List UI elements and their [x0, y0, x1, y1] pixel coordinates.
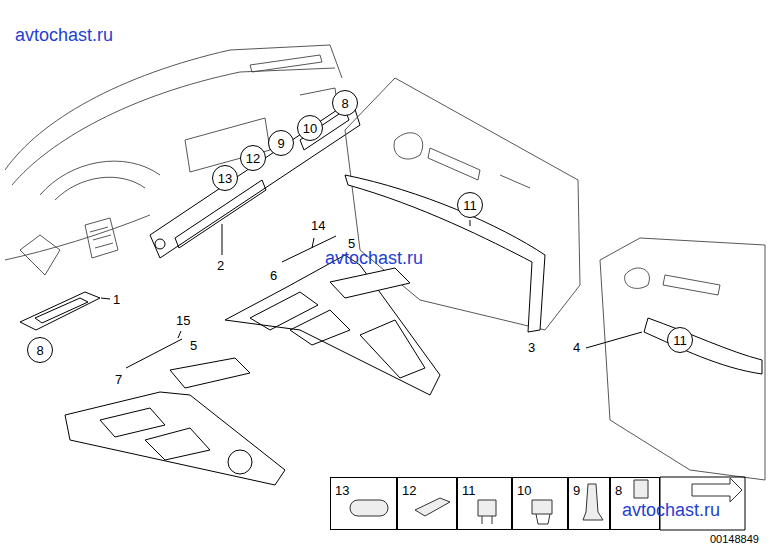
part-number: 1	[113, 292, 120, 307]
fastener-cell: 9	[568, 477, 610, 530]
part-number: 15	[176, 313, 190, 328]
callout-number: 9	[573, 483, 580, 498]
part-number: 4	[573, 340, 580, 355]
callout-number: 13	[218, 171, 232, 186]
callout-number: 11	[673, 333, 687, 348]
cover-piece-upper	[330, 268, 410, 298]
fastener-cell: 11	[457, 477, 512, 530]
cover-piece-lower	[170, 358, 250, 388]
part-number: 3	[528, 340, 535, 355]
side-trim	[20, 292, 110, 330]
callout-circle: 12	[240, 145, 266, 171]
part-number: 5	[190, 338, 197, 353]
watermark: avtochast.ru	[15, 25, 113, 45]
fastener-cell: 12	[397, 477, 457, 530]
callout-number: 9	[277, 136, 284, 151]
callout-number: 11	[462, 483, 476, 498]
callout-number: 8	[615, 483, 622, 498]
callout-number: 13	[335, 483, 349, 498]
callout-number: 8	[341, 96, 348, 111]
fastener-icons	[350, 477, 745, 530]
callout-circle: 10	[297, 115, 323, 141]
part-number: 14	[311, 218, 325, 233]
callout-number: 10	[517, 483, 531, 498]
callout-circle: 9	[268, 130, 294, 156]
watermark: avtochast.ru	[622, 500, 720, 520]
callout-circle: 11	[457, 192, 483, 218]
callout-number: 12	[402, 483, 416, 498]
part-number: 2	[217, 258, 224, 273]
callout-number: 12	[246, 151, 260, 166]
part-number: 6	[270, 268, 277, 283]
callout-circle: 13	[212, 165, 238, 191]
callout-number: 8	[36, 343, 43, 358]
callout-number: 10	[303, 121, 317, 136]
part-number: 7	[115, 372, 122, 387]
console-trim-lower	[65, 331, 285, 485]
watermark: avtochast.ru	[325, 248, 423, 268]
rear-door-trim	[586, 318, 762, 374]
callout-circle: 11	[667, 327, 693, 353]
callout-number: 11	[463, 198, 477, 213]
diagram-number: 00148849	[710, 533, 759, 546]
console-trim-upper	[225, 236, 440, 395]
callout-circle: 8	[332, 90, 358, 116]
fastener-cell: 13	[330, 477, 397, 530]
rear-door-panel	[600, 238, 765, 480]
callout-circle: 8	[27, 337, 53, 363]
fastener-cell: 10	[512, 477, 568, 530]
dash-trim-strip	[150, 100, 360, 258]
